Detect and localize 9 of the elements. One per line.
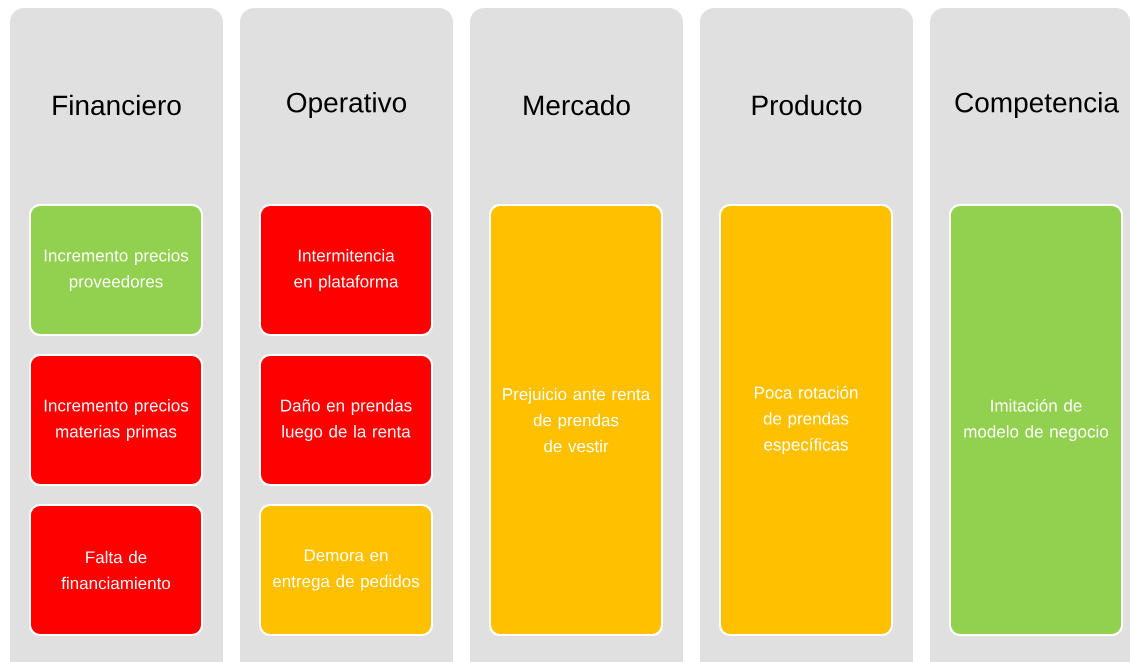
- risk-box: Demora en entrega de pedidos: [259, 504, 433, 636]
- risk-box: Imitación de modelo de negocio: [949, 204, 1123, 636]
- risk-box: Prejuicio ante renta de prendas de vestir: [489, 204, 663, 636]
- risk-box: Incremento precios materias primas: [29, 354, 203, 486]
- risk-box: Incremento precios proveedores: [29, 204, 203, 336]
- risk-box: Falta de financiamiento: [29, 504, 203, 636]
- risk-box: Daño en prendas luego de la renta: [259, 354, 433, 486]
- risk-box: Poca rotación de prendas específicas: [719, 204, 893, 636]
- risk-box: Intermitencia en plataforma: [259, 204, 433, 336]
